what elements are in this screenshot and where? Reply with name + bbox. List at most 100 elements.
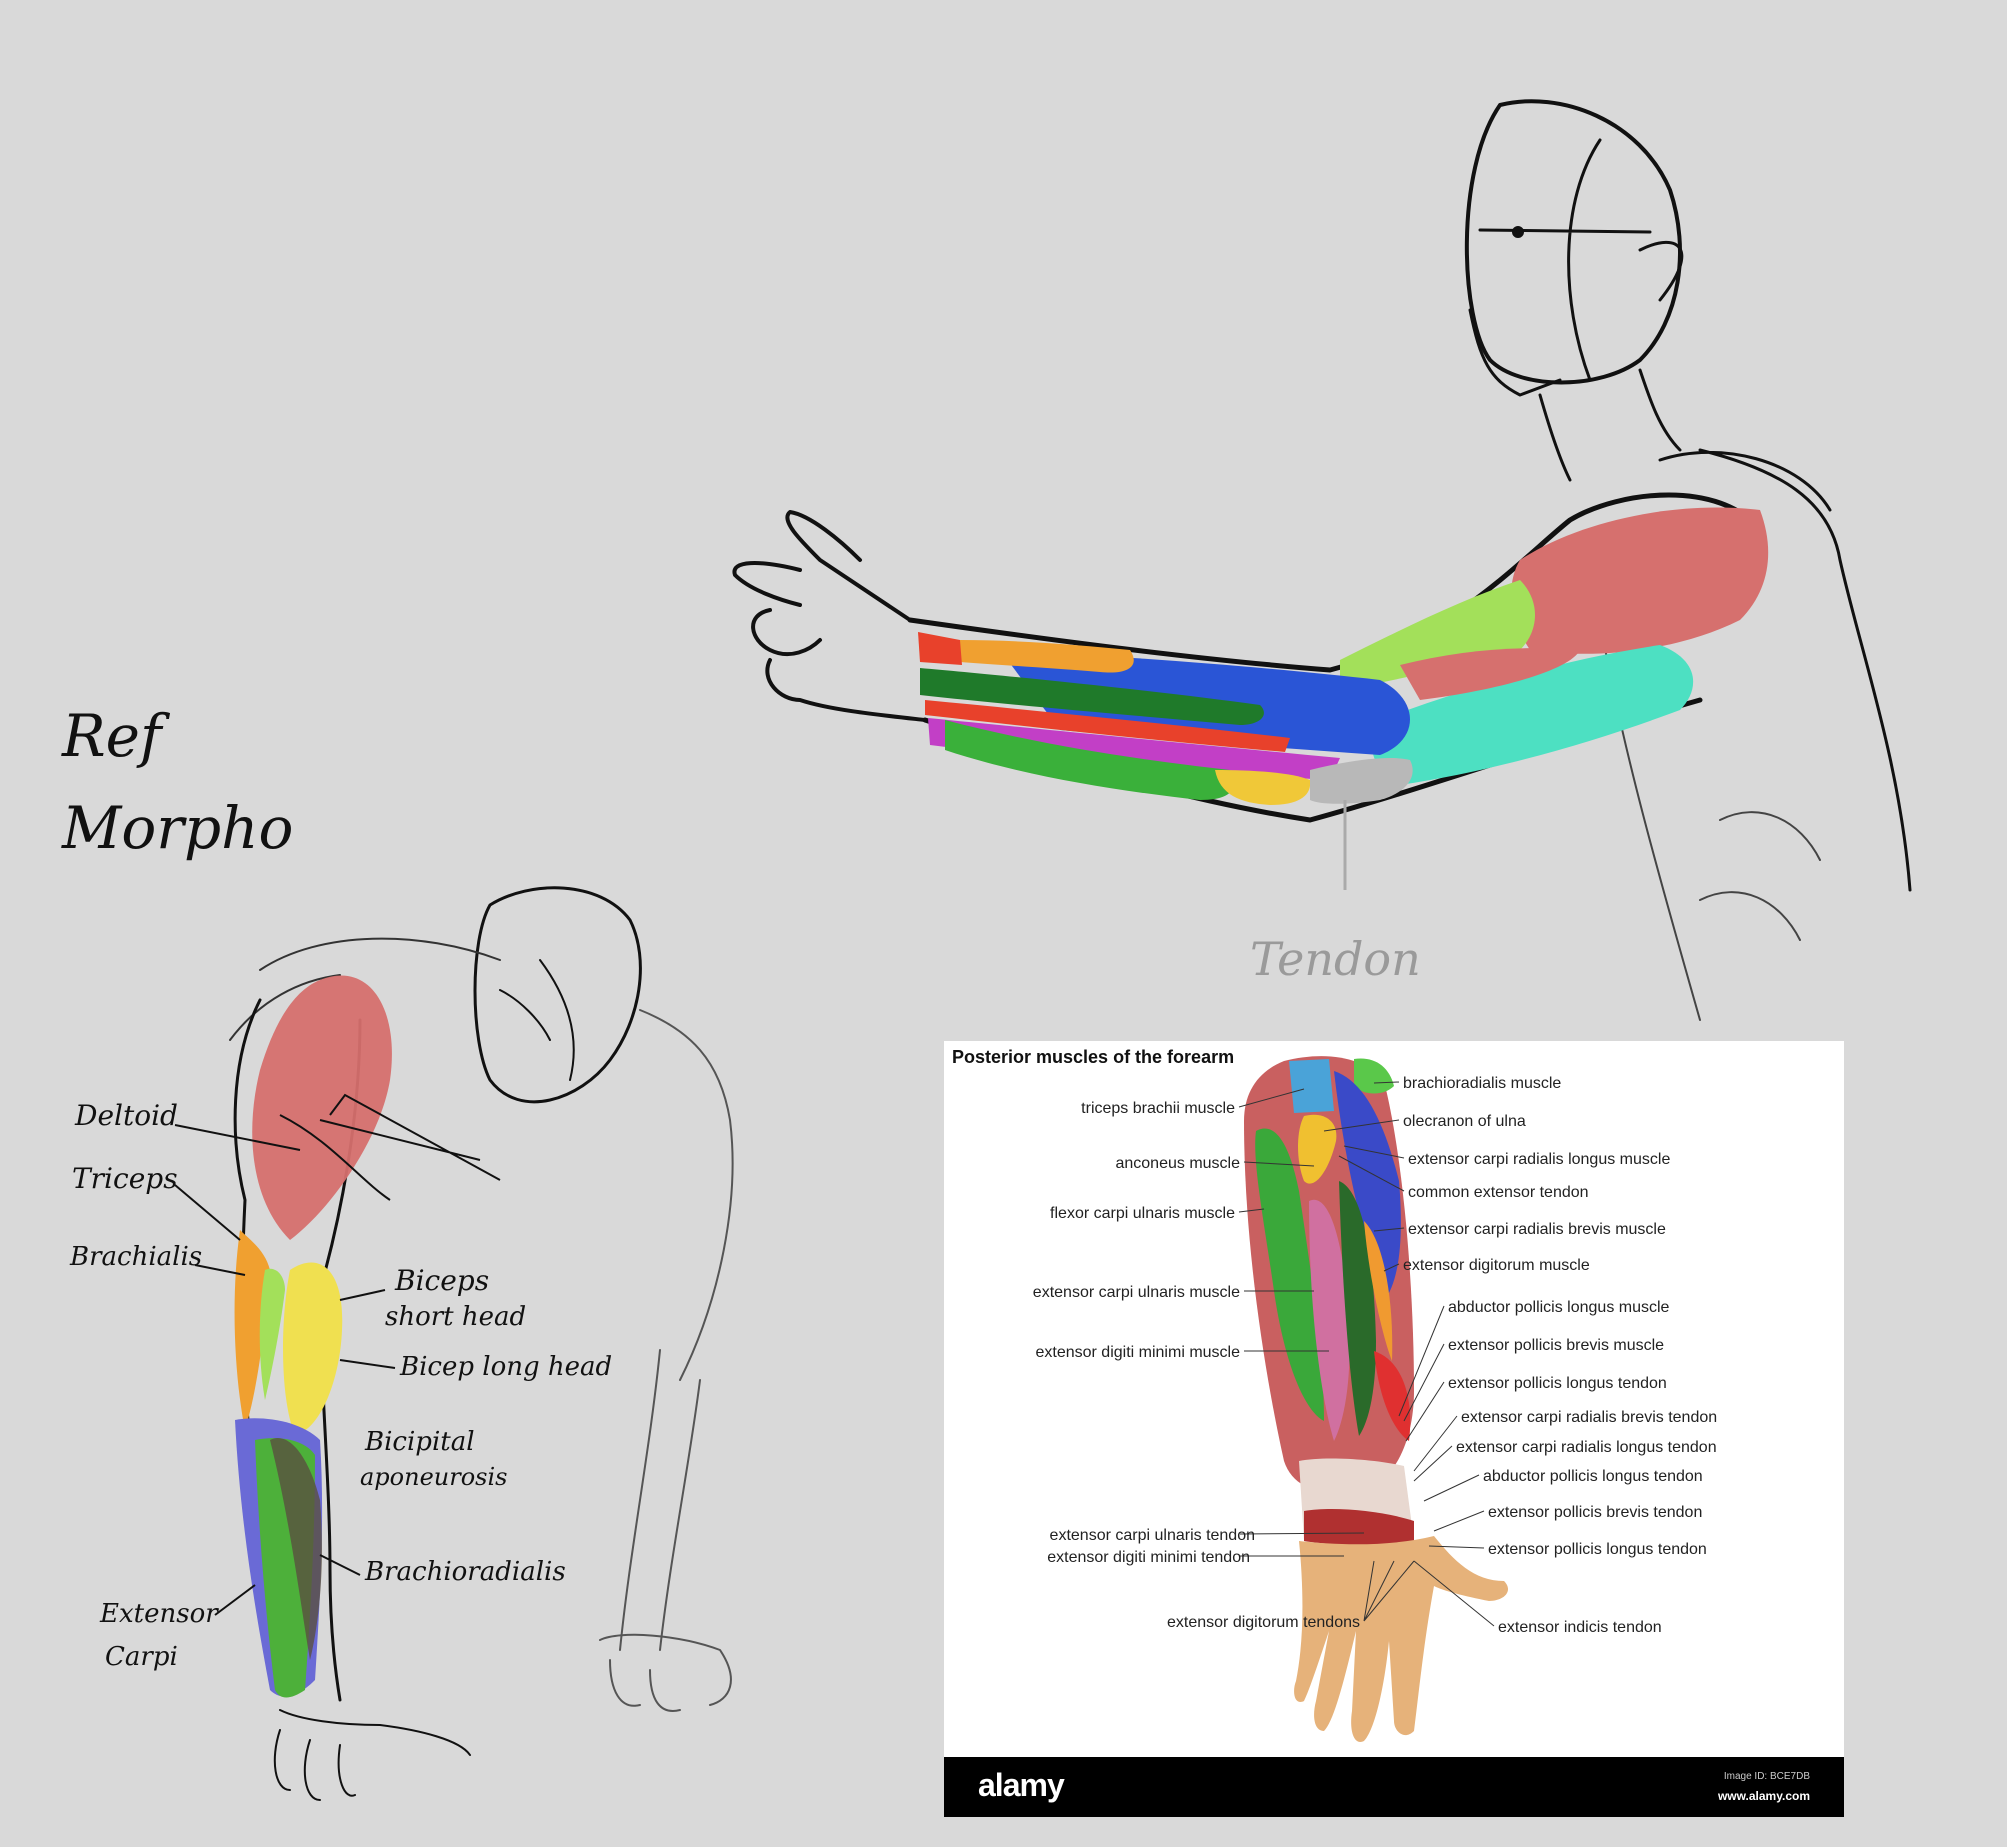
biceps-fill-2	[283, 1262, 343, 1435]
sketch-title: Ref Morpho	[62, 690, 293, 874]
sketch-title-line1: Ref	[62, 702, 162, 770]
ref-right-label-5: extensor carpi radialis brevis muscle	[1408, 1221, 1666, 1238]
ref-ecu-pink	[1309, 1199, 1350, 1441]
orange-band	[960, 640, 1134, 673]
magenta-band	[928, 718, 1340, 780]
ref-hand	[1294, 1536, 1509, 1742]
label-triceps: Triceps	[72, 1162, 178, 1195]
bent-arm-muscles	[234, 975, 392, 1698]
yellow-band	[1215, 770, 1311, 805]
extended-arm-muscles	[918, 507, 1769, 805]
reference-panel: Posterior muscles of the forearm	[944, 1041, 1844, 1817]
ref-right-label-3: extensor carpi radialis longus muscle	[1408, 1151, 1670, 1168]
label-biceps-short-1: Biceps	[394, 1264, 489, 1297]
watermark-footer: alamy Image ID: BCE7DB www.alamy.com	[944, 1757, 1844, 1817]
ref-olecranon-yellow	[1298, 1114, 1337, 1184]
ref-right-label-9: extensor pollicis longus tendon	[1448, 1375, 1667, 1392]
pointer-deltoid	[174, 1124, 301, 1151]
ref-right-label-15: extensor indicis tendon	[1498, 1619, 1662, 1636]
red-band-top	[918, 632, 962, 665]
forearm-illustration	[1244, 1056, 1509, 1742]
ref-right-label-4: common extensor tendon	[1408, 1184, 1589, 1201]
ref-right-label-13: extensor pollicis brevis tendon	[1488, 1504, 1702, 1521]
deltoid-fill-2	[252, 975, 392, 1240]
ref-fcu-green	[1255, 1128, 1324, 1421]
pointer-extensor	[214, 1584, 256, 1616]
extended-hand	[732, 510, 927, 722]
ref-right-label-2: olecranon of ulna	[1403, 1113, 1526, 1130]
ref-right-label-7: abductor pollicis longus muscle	[1448, 1299, 1670, 1316]
pointer-triceps	[174, 1184, 241, 1241]
bent-arm-detail	[279, 1093, 501, 1201]
ref-right-label-12: abductor pollicis longus tendon	[1483, 1468, 1703, 1485]
bent-back	[639, 1009, 734, 1381]
label-brachialis: Brachialis	[69, 1242, 202, 1272]
ref-triceps-blue	[1289, 1059, 1334, 1113]
torso-outline	[1658, 448, 1912, 892]
green-band	[945, 720, 1234, 800]
ref-left-label-6: extensor carpi ulnaris tendon	[1050, 1527, 1255, 1544]
shoulder-arc	[229, 937, 501, 1041]
ref-brachioradialis-green	[1354, 1058, 1394, 1094]
alamy-logo: alamy	[978, 1767, 1065, 1803]
pointer-biceps-short	[339, 1289, 386, 1301]
eye-mark	[1512, 226, 1524, 238]
label-biceps-short-2: short head	[385, 1302, 526, 1332]
ref-right-label-8: extensor pollicis brevis muscle	[1448, 1337, 1664, 1354]
reference-title: Posterior muscles of the forearm	[952, 1047, 1235, 1067]
pointer-brachialis	[194, 1264, 246, 1276]
ref-left-label-2: anconeus muscle	[1115, 1155, 1240, 1172]
label-brachioradialis: Brachioradialis	[364, 1557, 566, 1587]
label-deltoid: Deltoid	[74, 1099, 178, 1132]
head-outline	[1464, 99, 1682, 385]
image-id: Image ID: BCE7DB	[1723, 1771, 1810, 1782]
pointer-biceps-long	[339, 1359, 396, 1369]
label-biceps-long: Bicep long head	[399, 1352, 612, 1382]
triceps-fill	[1371, 645, 1694, 785]
jaw-line	[1468, 308, 1562, 397]
ref-left-label-7: extensor digiti minimi tendon	[1047, 1549, 1250, 1566]
biceps-fill	[1340, 580, 1535, 690]
ref-right-label-6: extensor digitorum muscle	[1403, 1257, 1590, 1274]
sketch-labels: Deltoid Triceps Brachialis Biceps short …	[69, 1099, 612, 1672]
bent-head	[473, 886, 642, 1104]
reference-illustration: triceps brachii muscle anconeus muscle f…	[1033, 1056, 1717, 1742]
leader-lines	[1238, 1081, 1495, 1627]
tendon-note: Tendon	[1250, 932, 1421, 986]
ref-left-label-1: triceps brachii muscle	[1081, 1100, 1235, 1117]
ref-ecrl-blue	[1334, 1071, 1401, 1301]
ref-apl-red	[1374, 1351, 1411, 1441]
neck	[1538, 368, 1682, 482]
sketch-title-line2: Morpho	[62, 794, 294, 862]
dark-green-band	[920, 668, 1264, 725]
triceps-fill-2	[234, 1230, 270, 1430]
site-url: www.alamy.com	[1717, 1789, 1810, 1803]
ref-retinaculum	[1304, 1509, 1414, 1545]
bent-right-hand	[599, 1633, 732, 1712]
bent-head-lines	[499, 959, 575, 1081]
label-bicipital-1: Bicipital	[364, 1427, 475, 1457]
label-bicipital-2: aponeurosis	[360, 1463, 507, 1491]
brachioradialis-dark	[270, 1438, 322, 1660]
bent-right-arm	[619, 1349, 701, 1651]
label-extensor-2: Carpi	[105, 1642, 178, 1672]
red-band-mid	[925, 700, 1290, 752]
ref-left-label-8: extensor digitorum tendons	[1167, 1614, 1360, 1631]
ref-left-label-4: extensor carpi ulnaris muscle	[1033, 1284, 1240, 1301]
pointer-brachioradialis	[319, 1554, 361, 1576]
bent-left-hand	[273, 1709, 471, 1801]
head-construction	[1478, 138, 1684, 382]
ref-right-label-10: extensor carpi radialis brevis tendon	[1461, 1409, 1717, 1426]
ref-right-label-1: brachioradialis muscle	[1403, 1075, 1561, 1092]
ref-ecrb-orange	[1364, 1221, 1393, 1361]
ref-right-label-11: extensor carpi radialis longus tendon	[1456, 1439, 1717, 1456]
ref-right-label-14: extensor pollicis longus tendon	[1488, 1541, 1707, 1558]
ref-left-label-3: flexor carpi ulnaris muscle	[1050, 1205, 1235, 1222]
deltoid-fill	[1511, 507, 1769, 654]
shoulder-pink	[1400, 648, 1580, 700]
brachialis-fill-2	[259, 1268, 285, 1400]
label-extensor-1: Extensor	[99, 1599, 219, 1629]
grey-tendon	[1310, 758, 1413, 804]
ref-left-label-5: extensor digiti minimi muscle	[1035, 1344, 1240, 1361]
